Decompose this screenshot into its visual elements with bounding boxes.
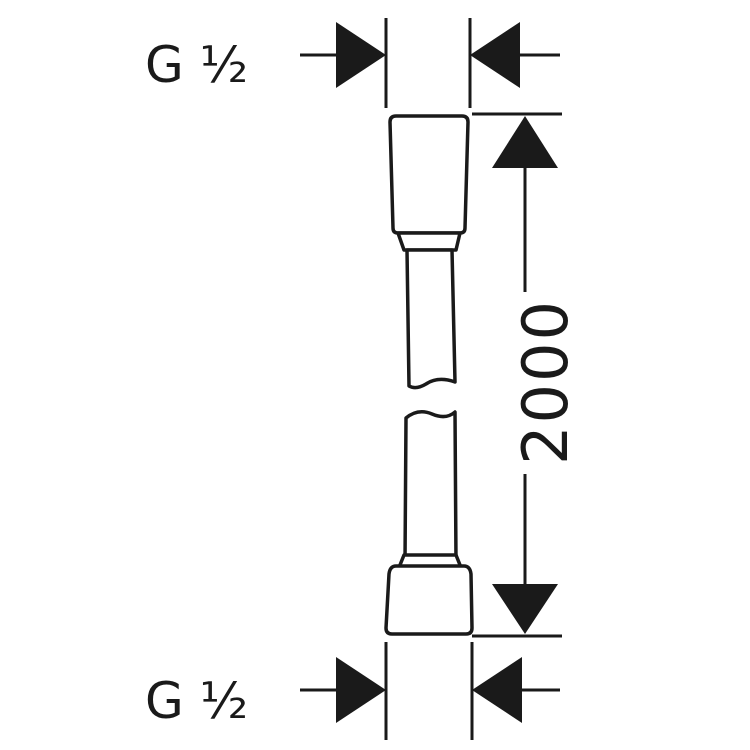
top-connector-nut [388,114,470,235]
top-right-arrowhead [470,22,520,88]
top-thread-label: G ½ [145,36,248,94]
bottom-left-arrowhead [336,657,386,723]
lower-hose-segment [403,410,458,564]
bottom-right-arrowhead [472,657,522,723]
upper-hose-segment [405,248,457,390]
bottom-thread-label: G ½ [145,672,248,730]
length-value: 2000 [509,299,582,465]
bottom-connector-nut [384,564,474,636]
length-bottom-arrowhead [492,584,558,634]
length-dimension: 2000 [472,112,582,638]
length-top-arrowhead [492,116,558,168]
top-thread-dimension: G ½ [145,18,560,108]
top-left-arrowhead [336,22,386,88]
bottom-thread-dimension: G ½ [145,642,560,740]
top-connector-collar [396,231,462,252]
hose-body [384,114,474,636]
